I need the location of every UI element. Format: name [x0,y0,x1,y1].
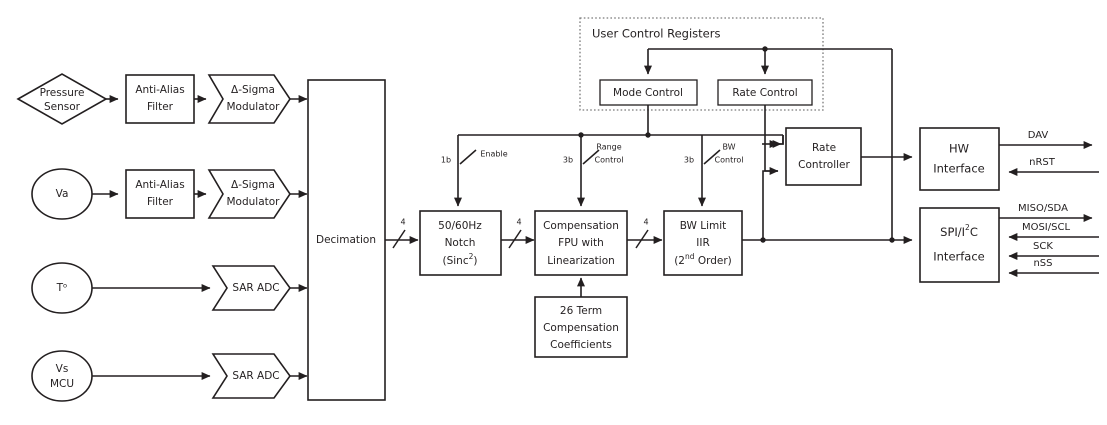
bus-width-label-1: 4 [400,218,405,227]
io-label-nrst: nRST [1029,157,1056,168]
hw-interface-label-line1: HW [949,142,969,156]
sar-adc-2-label: SAR ADC [232,370,279,382]
compensation-coefficients-box [534,296,628,358]
bw-limit-label-line3: (2nd Order) [674,252,732,267]
wire-bus-tap-stub [778,135,784,145]
bus-width-label-2: 4 [516,218,521,227]
rate-controller-label-line1: Rate [812,142,836,154]
bw-control-tap-label-line2: Control [715,156,744,165]
user-control-registers-title: User Control Registers [592,27,720,41]
spi-i2c-interface-box [919,207,1000,283]
io-label-dav: DAV [1028,130,1049,141]
io-label-mosi-scl: MOSI/SCL [1022,222,1070,233]
anti-alias-filter-2-line2: Filter [147,196,174,208]
delta-sigma-modulator-1-shape [207,74,291,124]
vs-mcu-label-line1: Vs [56,363,69,375]
compensation-fpu-box [534,210,628,276]
bus-width-label-3: 4 [643,218,648,227]
va-source-label: Va [56,188,69,200]
bw-control-tap-label-line1: BW [722,143,735,152]
sar-adc-2-shape [211,353,291,399]
anti-alias-filter-1-line2: Filter [147,101,174,113]
delta-sigma-modulator-1-line2: Modulator [226,101,280,113]
delta-sigma-modulator-2-line2: Modulator [226,196,280,208]
spi-i2c-interface-label-line2: Interface [933,250,985,264]
rate-controller-box [785,127,862,186]
bus-slash-1 [392,229,406,249]
anti-alias-filter-1-box [125,74,195,124]
junction-dot-mode-bus [645,132,651,138]
io-label-miso-sda: MISO/SDA [1018,203,1068,214]
rate-control-box[interactable] [717,79,813,106]
bus-slash-2 [508,229,522,249]
wire-databus-to-rate-controller [762,170,778,240]
enable-tap-label: Enable [480,150,507,159]
vs-mcu-label-line2: MCU [50,378,74,390]
compensation-label-line1: Compensation [543,220,619,232]
decimation-box [307,79,386,401]
bw-limit-label-line2: IIR [696,237,710,249]
user-control-registers-group [579,17,824,111]
anti-alias-filter-2-line1: Anti-Alias [135,179,184,191]
enable-tap-slash [459,149,477,165]
coefficients-label-line3: Coefficients [550,339,612,351]
notch-label-line1: 50/60Hz [438,220,482,232]
anti-alias-filter-2-box [125,169,195,219]
io-label-nss: nSS [1033,258,1052,269]
notch-filter-box [419,210,502,276]
mode-control-box[interactable] [599,79,698,106]
pressure-sensor-label-line1: Pressure [40,87,85,99]
hw-interface-label-line2: Interface [933,162,985,176]
delta-sigma-modulator-2-shape [207,169,291,219]
bw-control-tap-width: 3b [684,156,694,165]
vs-mcu-source-shape [31,350,93,402]
compensation-label-line3: Linearization [547,255,615,267]
hw-interface-box [919,127,1000,191]
pressure-sensor-label-line2: Sensor [44,101,81,113]
coefficients-label-line2: Compensation [543,322,619,334]
anti-alias-filter-1-line1: Anti-Alias [135,84,184,96]
range-control-tap-label-line1: Range [596,143,621,152]
decimation-label: Decimation [316,234,376,246]
rate-controller-label-line2: Controller [798,159,850,171]
sar-adc-1-shape [211,265,291,311]
junction-dot-register-bus [762,46,768,52]
sar-adc-1-label: SAR ADC [232,282,279,294]
coefficients-label-line1: 26 Term [560,305,602,317]
bw-limit-label-line1: BW Limit [680,220,727,232]
bus-slash-3 [635,229,649,249]
compensation-label-line2: FPU with [558,237,604,249]
delta-sigma-modulator-1-line1: Δ-Sigma [231,84,275,96]
range-control-tap-width: 3b [563,156,573,165]
notch-label-line3: (Sinc2) [443,252,478,267]
delta-sigma-modulator-2-line1: Δ-Sigma [231,179,275,191]
range-control-tap-label-line2: Control [595,156,624,165]
spi-i2c-interface-label-line1: SPI/I2C [940,223,978,239]
bw-control-tap-slash [703,149,721,165]
mode-control-label: Mode Control [613,87,683,99]
rate-control-label: Rate Control [732,87,797,99]
range-control-tap-slash [582,149,600,165]
enable-tap-width: 1b [441,156,451,165]
notch-label-line2: Notch [445,237,476,249]
temperature-source-label: Tᵒ [56,282,68,294]
bw-limit-iir-box [663,210,743,276]
io-label-sck: SCK [1033,241,1053,252]
